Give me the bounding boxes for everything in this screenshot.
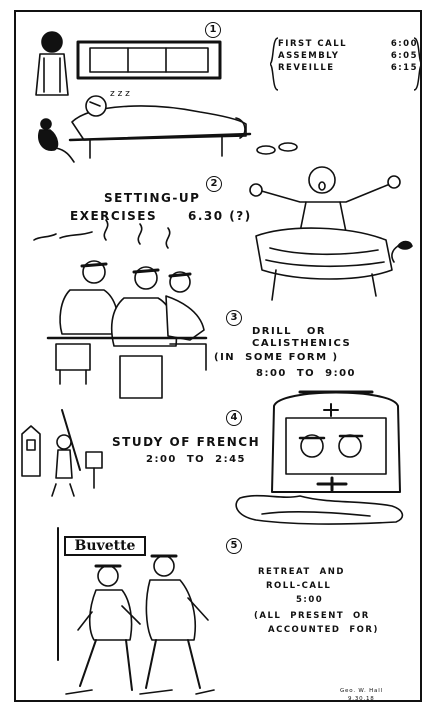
panel-5-drawing	[57, 527, 215, 695]
buvette-sign: Buvette	[64, 536, 146, 556]
panel-2-title-line-2: EXERCISES	[70, 209, 158, 223]
panel-3-line-2: CALISTHENICS	[252, 338, 352, 349]
schedule-label: REVEILLE	[278, 63, 335, 73]
panel-2-title-line-1: SETTING-UP	[104, 191, 201, 205]
panel-4-line-2: 2:00 TO 2:45	[146, 454, 246, 465]
schedule-time: 6:05	[390, 51, 418, 61]
panel-5-line-4: (ALL PRESENT OR	[254, 611, 370, 621]
schedule-brackets	[270, 37, 422, 91]
schedule-time: 6:15	[390, 63, 418, 73]
panel-3-line-4: 8:00 TO 9:00	[256, 368, 356, 379]
panel-4-line-1: STUDY OF FRENCH	[112, 435, 261, 449]
panel-number-2: 2	[206, 176, 222, 192]
panel-2-drawing	[33, 166, 413, 301]
panel-number-1: 1	[205, 22, 221, 38]
artist-signature: Geo. W. Hall	[340, 688, 383, 694]
cartoon-border	[14, 10, 422, 702]
panel-number-4: 4	[226, 410, 242, 426]
schedule-row: ASSEMBLY 6:05	[278, 50, 418, 62]
schedule-row: FIRST CALL 6:00	[278, 38, 418, 50]
schedule-row: REVEILLE 6:15	[278, 62, 418, 74]
panel-5-line-5: ACCOUNTED FOR)	[268, 625, 379, 635]
panel-4-drawing	[21, 390, 404, 525]
panel-number-5: 5	[226, 538, 242, 554]
schedule-time: 6:00	[390, 39, 418, 49]
svg-text:z z z: z z z	[110, 89, 130, 99]
schedule-label: FIRST CALL	[278, 39, 348, 49]
artist-signature-date: 9.30.18	[348, 696, 375, 702]
morning-schedule: FIRST CALL 6:00 ASSEMBLY 6:05 REVEILLE 6…	[278, 38, 418, 90]
panel-number-3: 3	[226, 310, 242, 326]
panel-3-line-1: DRILL OR	[252, 326, 327, 337]
panel-5-line-1: RETREAT AND	[258, 567, 345, 577]
schedule-label: ASSEMBLY	[278, 51, 340, 61]
panel-5-line-3: 5:00	[296, 595, 324, 605]
panel-3-line-3: (IN SOME FORM )	[214, 352, 339, 363]
panel-2-time: 6.30 (?)	[188, 209, 252, 223]
panel-5-line-2: ROLL-CALL	[266, 581, 332, 591]
panel-1-drawing: z z z	[35, 31, 298, 163]
panel-3-drawing	[46, 219, 208, 399]
